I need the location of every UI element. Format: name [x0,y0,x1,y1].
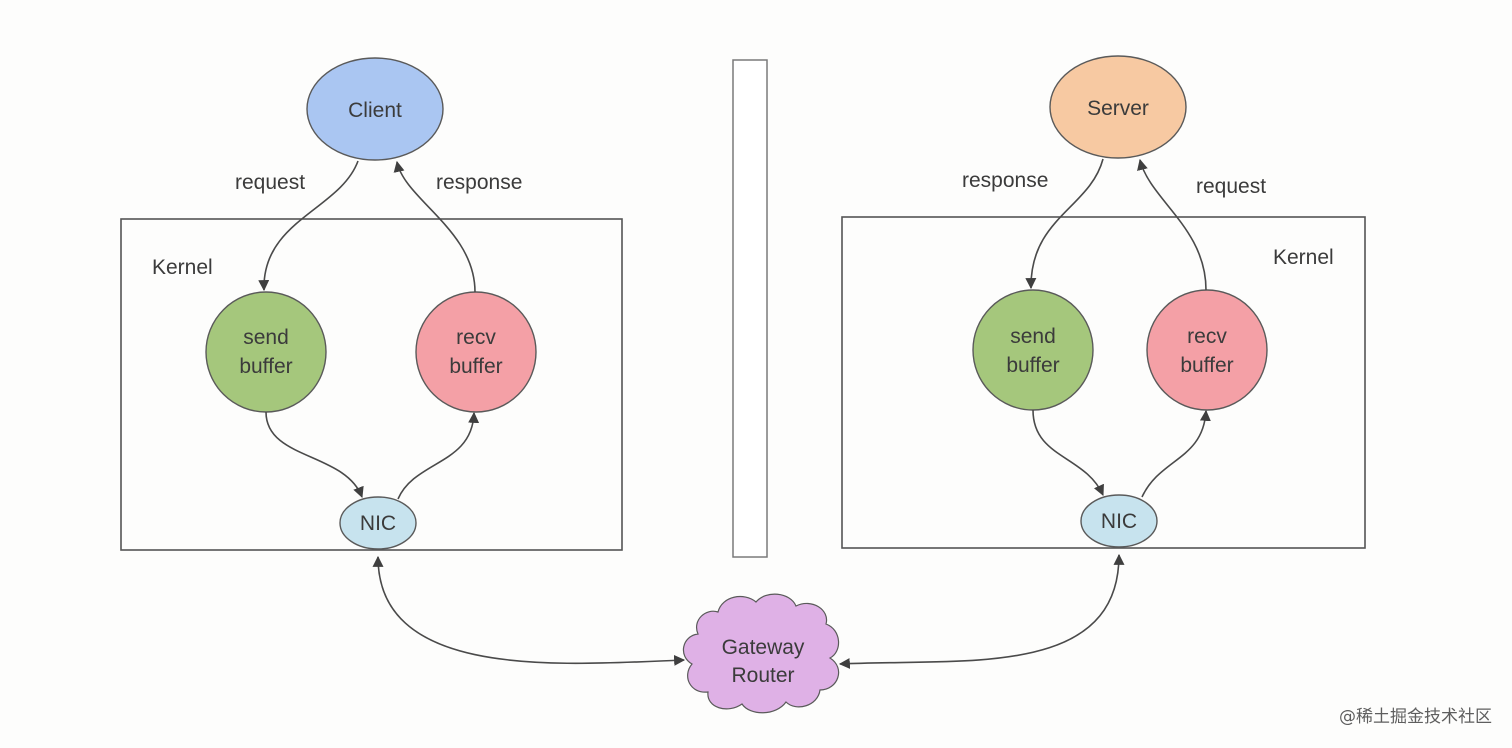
edge-nic-to-recv [397,411,480,500]
edge-nic-to-recv [1141,409,1211,498]
server-label: Server [1087,97,1149,120]
left-send-buffer-label: send [243,326,289,349]
edge-client-to-send [258,160,359,292]
right-send-buffer-label: send [1010,325,1056,348]
left-request-label: request [235,171,305,194]
client-node [306,57,444,161]
gateway-label: Router [731,664,794,687]
gateway-cloud-shape [682,593,840,714]
edge-left-nic-gateway [372,555,686,666]
left-kernel-box [120,218,623,551]
server-node [1049,55,1187,159]
right-kernel-label: Kernel [1273,246,1334,269]
left-response-label: response [436,171,522,194]
watermark-text: @稀土掘金技术社区 [1339,707,1492,727]
edge-recv-to-client [393,160,476,293]
left-send-buffer-label: buffer [239,355,292,378]
edge-recv-to-server [1137,158,1207,291]
edge-send-to-nic [1032,409,1104,497]
client-label: Client [348,99,402,122]
center-separator [732,59,768,558]
right-kernel-box [841,216,1366,549]
right-recv-buffer-node [1146,289,1268,411]
left-nic-node [339,496,417,550]
right-send-buffer-node [972,289,1094,411]
edge-server-to-send [1025,158,1104,290]
left-recv-buffer-node [415,291,537,413]
edge-send-to-nic [265,411,364,499]
left-send-buffer-node [205,291,327,413]
left-recv-buffer-label: buffer [449,355,502,378]
right-host: Kernel Server response request send buff… [841,55,1366,549]
left-host: Kernel Client request response send buff… [120,57,623,551]
right-recv-buffer-label: recv [1187,325,1227,348]
left-kernel-label: Kernel [152,256,213,279]
left-recv-buffer-label: recv [456,326,496,349]
right-nic-node [1080,494,1158,548]
right-request-label: request [1196,175,1266,198]
right-recv-buffer-label: buffer [1180,354,1233,377]
gateway-router: Gateway Router [682,593,840,714]
edge-gateway-right-nic [838,553,1125,670]
left-nic-label: NIC [360,512,396,535]
right-response-label: response [962,169,1048,192]
gateway-label: Gateway [722,636,805,659]
right-nic-label: NIC [1101,510,1137,533]
right-send-buffer-label: buffer [1006,354,1059,377]
